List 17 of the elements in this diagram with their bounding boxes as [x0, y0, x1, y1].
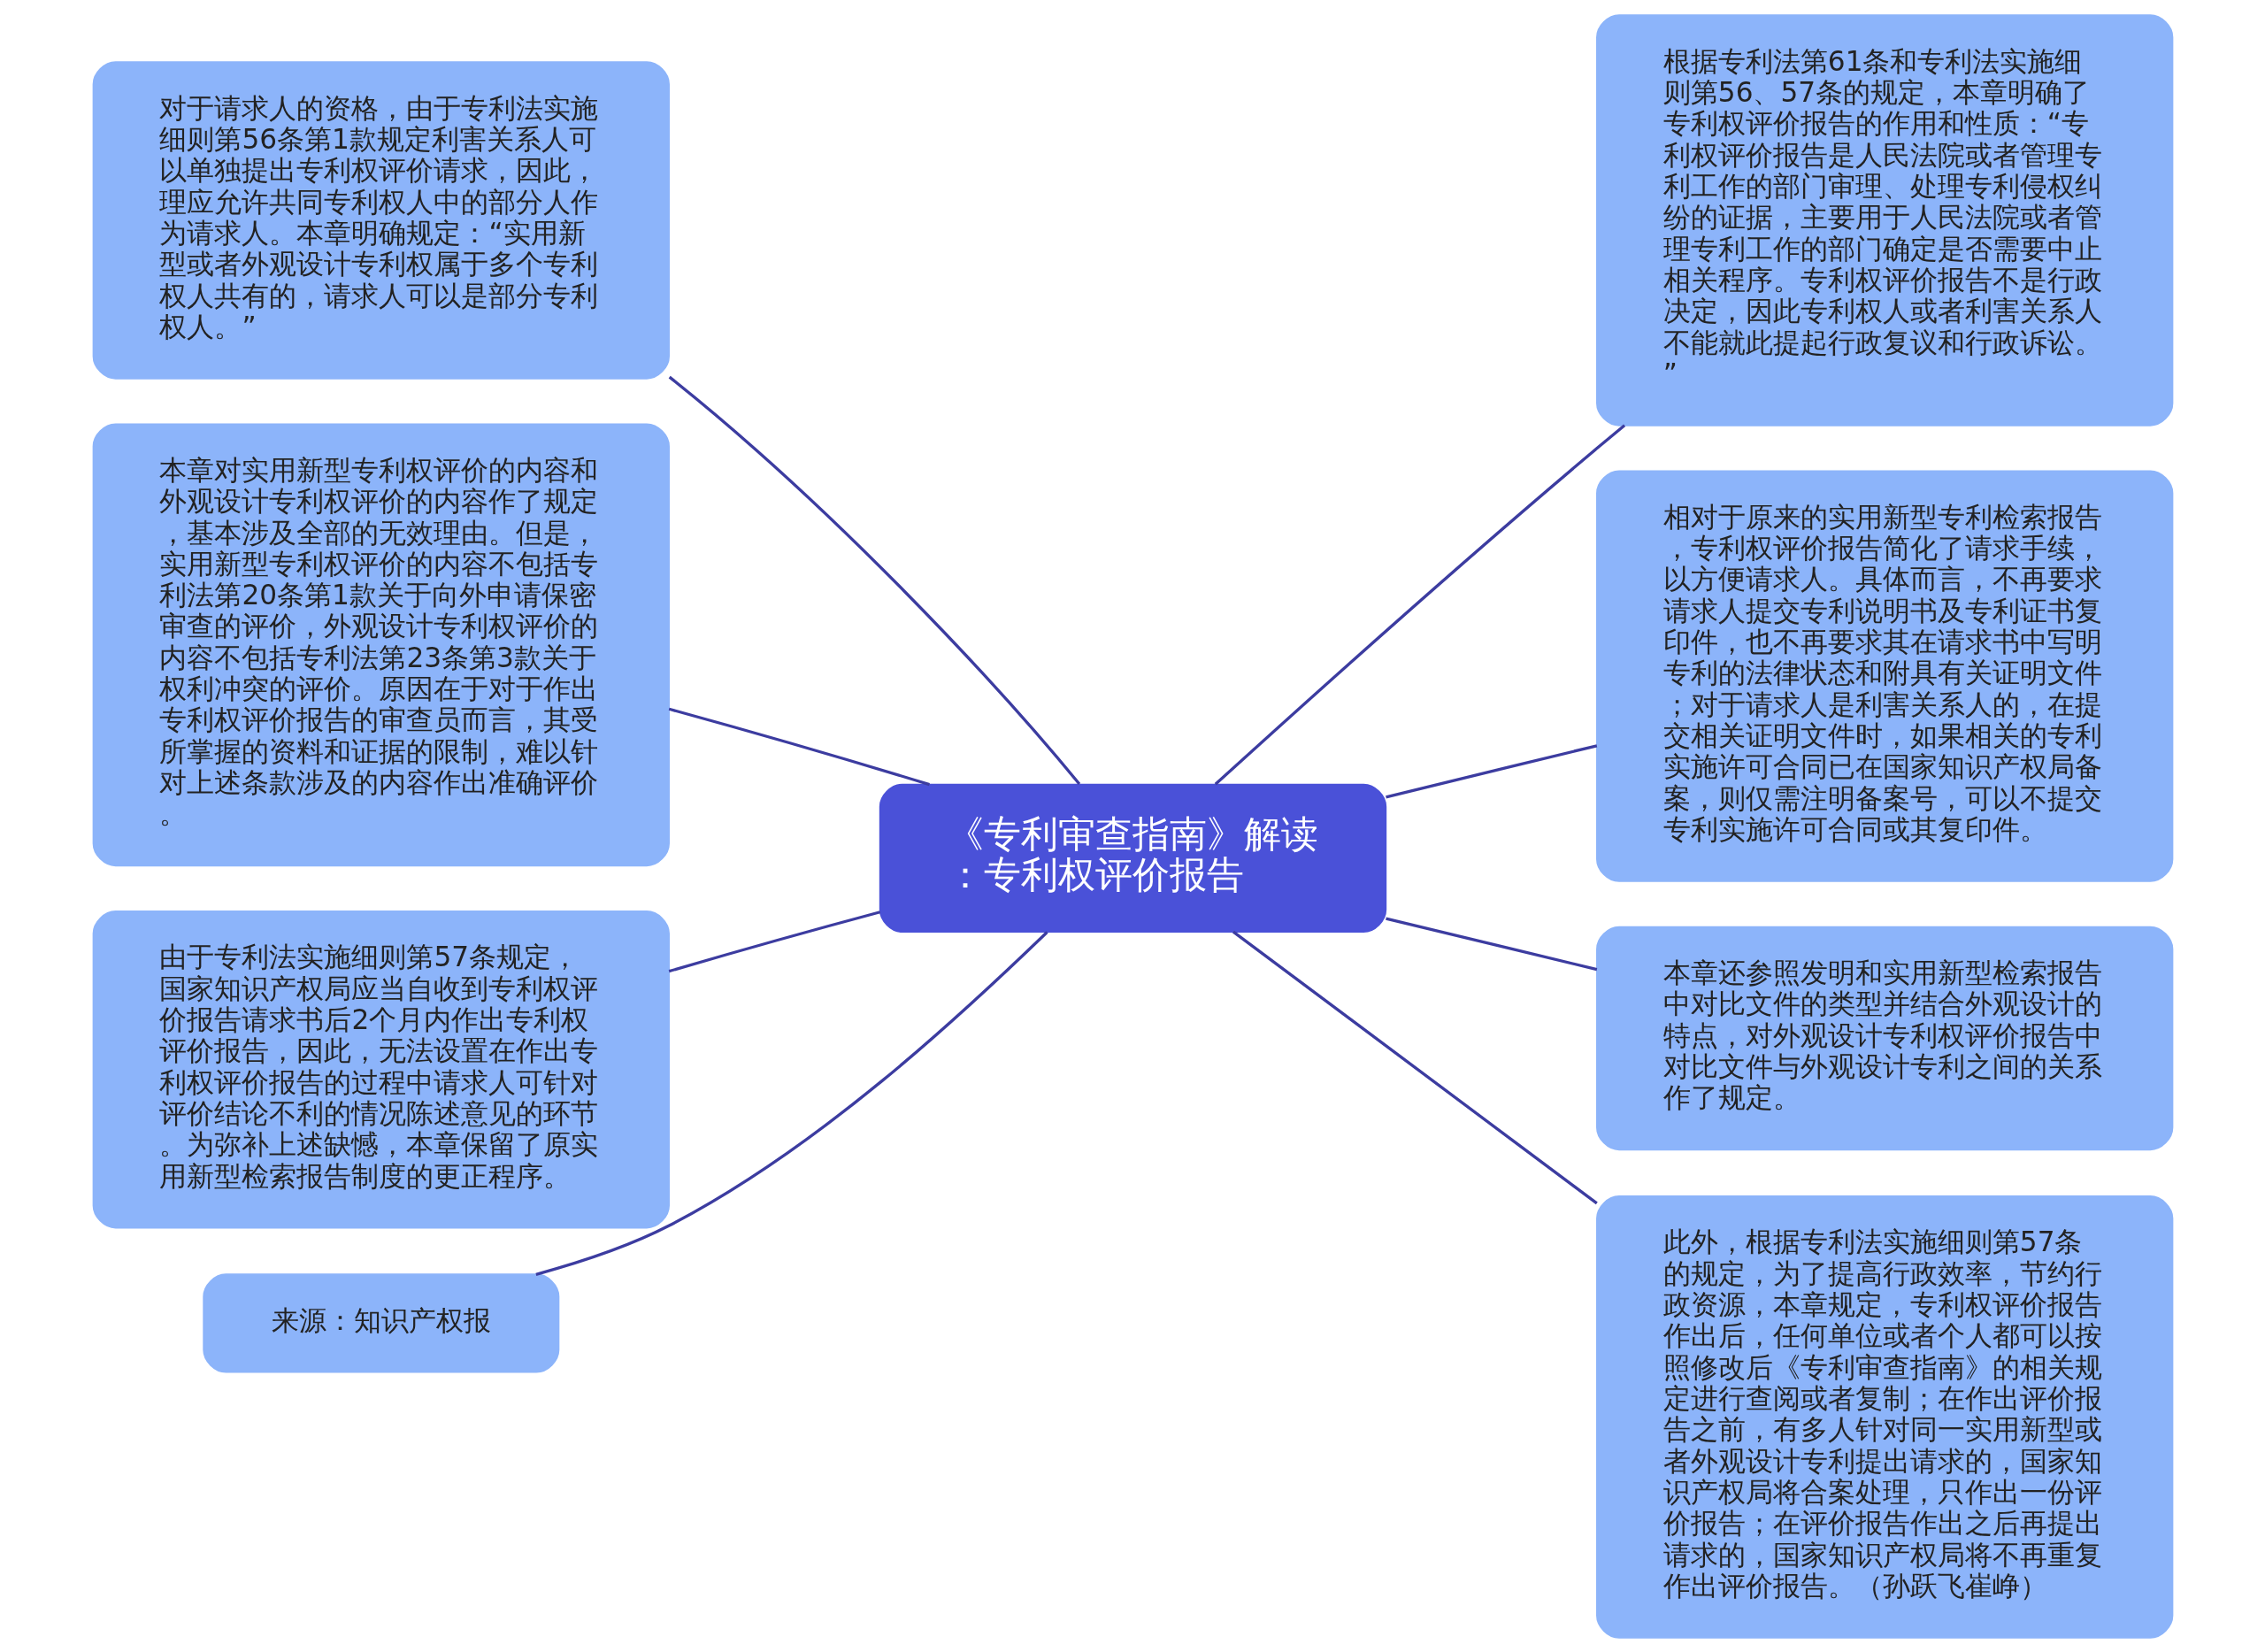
connector — [1232, 930, 1598, 1204]
connector — [668, 707, 930, 786]
node-box: 《专利审查指南》解读：专利权评价报告 — [879, 783, 1386, 933]
node-box: 此外，根据专利法实施细则第57条的规定，为了提高行政效率，节约行政资源，本章规定，专利权评价报告作出后，任何单位或者个人都可以按照修改后《专利审查指南》的相关规定进行查阅或者复制；在作出评价报告之前，有多人针对同一实用新型或者外观设计专利提出请求的，国家知识产权局将合案处理，只作出一份评价报告；在评价报告作出之后再提出请求的，国家知识产权局将不再重复作出评价报告。（孙跃飞崔峥） — [1595, 1195, 2173, 1639]
connector — [668, 375, 1080, 785]
connector — [1385, 917, 1597, 971]
node-box: 根据专利法第61条和专利法实施细则第56、57条的规定，本章明确了专利权评价报告的作用和性质：“专利权评价报告是人民法院或者管理专利工作的部门审理、处理专利侵权纠纷的证据，主要用于人民法院或者管理专利工作的部门确定是否需要中止相关程序。专利权评价报告不是行政决定，因此专利权人或者利害关系人不能就此提起行政复议和行政诉讼。” — [1595, 13, 2173, 426]
connector — [668, 910, 880, 972]
node-box: 对于请求人的资格，由于专利法实施细则第56条第1款规定利害关系人可以单独提出专利权评价请求，因此，理应允许共同专利权人中的部分人作为请求人。本章明确规定：“实用新型或者外观设计专利权属于多个专利权人共有的，请求人可以是部分专利权人。” — [92, 60, 670, 380]
connector — [1214, 423, 1625, 786]
connector — [534, 930, 1048, 1276]
connector — [1385, 743, 1597, 798]
node-box: 由于专利法实施细则第57条规定，国家知识产权局应当自收到专利权评价报告请求书后2个月内作出专利权评价报告，因此，无法设置在作出专利权评价报告的过程中请求人可针对评价结论不利的情况陈述意见的环节。为弥补上述缺憾，本章保留了原实用新型检索报告制度的更正程序。 — [92, 910, 670, 1228]
node-box: 来源：知识产权报 — [202, 1272, 559, 1373]
node-box: 相对于原来的实用新型专利检索报告，专利权评价报告简化了请求手续，以方便请求人。具体而言，不再要求请求人提交专利说明书及专利证书复印件，也不再要求其在请求书中写明专利的法律状态和附具有关证明文件；对于请求人是利害关系人的，在提交相关证明文件时，如果相关的专利实施许可合同已在国家知识产权局备案，则仅需注明备案号，可以不提交专利实施许可合同或其复印件。 — [1595, 470, 2173, 882]
node-box: 本章还参照发明和实用新型检索报告中对比文件的类型并结合外观设计的特点，对外观设计专利权评价报告中对比文件与外观设计专利之间的关系作了规定。 — [1595, 926, 2173, 1150]
node-box: 本章对实用新型专利权评价的内容和外观设计专利权评价的内容作了规定，基本涉及全部的无效理由。但是，实用新型专利权评价的内容不包括专利法第20条第1款关于向外申请保密审查的评价，外观设计专利权评价的内容不包括专利法第23条第3款关于权利冲突的评价。原因在于对于作出专利权评价报告的审查员而言，其受所掌握的资料和证据的限制，难以针对上述条款涉及的内容作出准确评价。 — [92, 423, 670, 866]
